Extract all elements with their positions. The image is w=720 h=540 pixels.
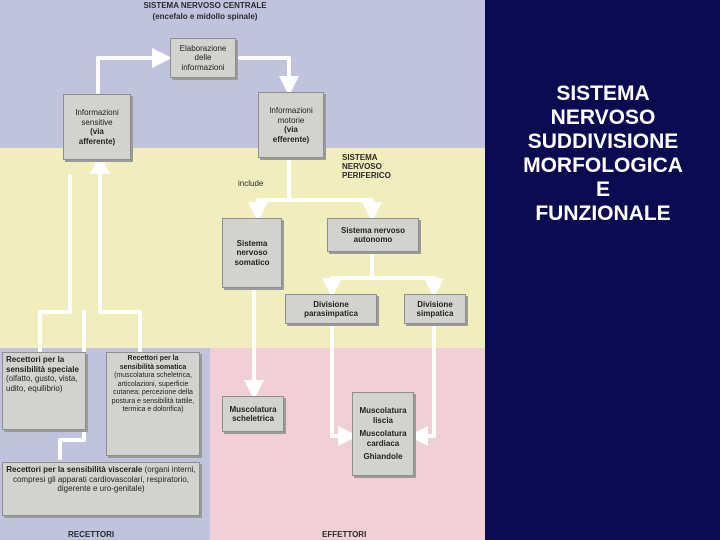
arrow-motorie-to-autonomo xyxy=(287,198,382,222)
title-line: MORFOLOGICA xyxy=(523,154,683,177)
title-line: E xyxy=(595,178,610,201)
arrow-simpatica-to-visceral xyxy=(408,324,436,446)
arrow-motorie-to-somatico xyxy=(248,156,291,222)
arrow-autonomo-to-simpatica xyxy=(370,276,444,298)
cns-title: SISTEMA NERVOSO CENTRALE xyxy=(143,1,267,10)
arrow-elaborazione-to-motorie xyxy=(238,56,299,96)
box-recettori-somatica: Recettori per la sensibilità somatica (m… xyxy=(106,352,200,456)
title-line: SUDDIVISIONE xyxy=(527,130,679,153)
arrow-parasimpatica-to-visceral xyxy=(330,324,358,446)
title-line: FUNZIONALE xyxy=(535,202,671,225)
arrow-sensitive-to-elaborazione xyxy=(96,48,172,94)
include-label: include xyxy=(238,179,264,188)
effettori-label: EFFETTORI xyxy=(322,530,367,539)
title-line: NERVOSO xyxy=(550,106,656,129)
box-recettori-speciale: Recettori per la sensibilità speciale (o… xyxy=(2,352,86,430)
arrow-receptors-to-sensitive-1 xyxy=(38,174,72,354)
arrow-paths xyxy=(38,48,444,460)
box-recettori-viscerale: Recettori per la sensibilità viscerale (… xyxy=(2,462,200,516)
cns-subtitle: (encefalo e midollo spinale) xyxy=(152,12,258,21)
arrow-autonomo-to-parasimpatica xyxy=(322,252,374,298)
slide-title: SISTEMA NERVOSO SUDDIVISIONE MORFOLOGICA… xyxy=(488,82,718,226)
arrow-receptors-to-sensitive-2 xyxy=(90,154,142,354)
recettori-label: RECETTORI xyxy=(68,530,115,539)
title-line: SISTEMA xyxy=(556,82,650,105)
nervous-system-diagram: SISTEMA NERVOSO CENTRALE (encefalo e mid… xyxy=(0,0,485,540)
